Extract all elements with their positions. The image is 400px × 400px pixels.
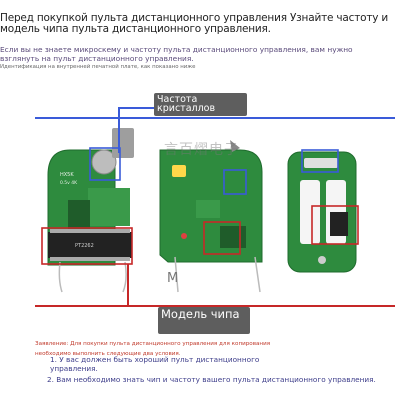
frequency-label: Частота кристаллов [154,93,247,116]
left-remote-board: HX5K 0.5v 4K PT2262 [41,128,134,293]
page-title: Перед покупкой пульта дистанционного упр… [0,12,389,35]
chip-model-label: Модель чипа [158,307,250,334]
watermark-text: 言百熠电子 [164,142,239,158]
page-note: Идентификация на внутренней печатной пла… [0,64,196,70]
chip-marking: PT2262 [75,243,94,249]
board-marking: HX5K [60,172,74,178]
crystal-highlight-box-2 [223,169,247,195]
chip-highlight-box [41,227,133,265]
middle-remote-board [159,140,263,293]
chip-highlight-box-2 [203,221,241,255]
chip-highlight-box-3 [311,205,359,245]
crystal-highlight-box [89,147,121,181]
frequency-connector-line [35,117,395,119]
notice-line-2: необходимо выполнить следующие два услов… [35,351,181,357]
mark-letter: M [167,271,179,286]
notice-item-2: 2. Вам необходимо знать чип и частоту ва… [47,375,376,384]
page-subtitle: Если вы не знаете микроскему и частоту п… [0,45,353,64]
chip-connector-line [35,305,395,307]
notice-item-1: 1. У вас должен быть хороший пульт диста… [50,355,260,373]
crystal-highlight-box-3 [301,149,339,173]
svg-text:0.5v 4K: 0.5v 4K [60,180,78,186]
notice-line-1: Заявление: Для покупки пульта дистанцион… [35,341,271,347]
right-remote-board [287,149,359,273]
